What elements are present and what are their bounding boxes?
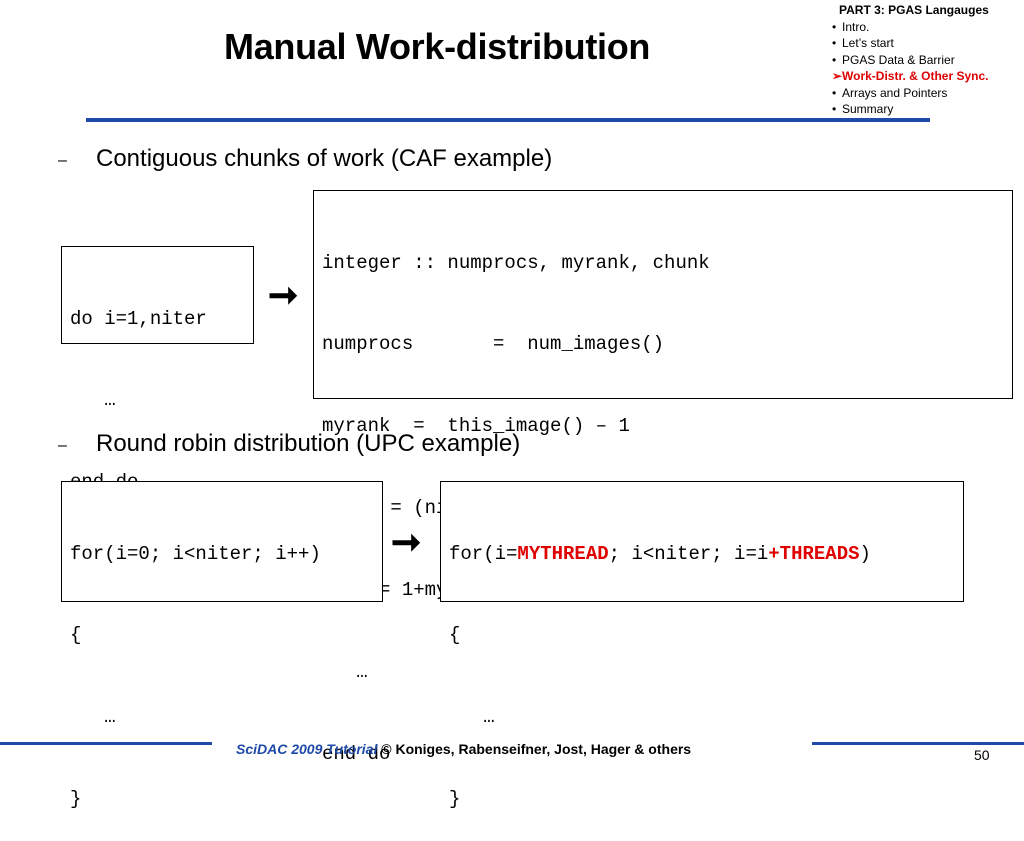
code-line: …	[70, 706, 116, 729]
dash-icon: –	[58, 152, 67, 169]
footer-authors: © Koniges, Rabenseifner, Jost, Hager & o…	[377, 741, 692, 757]
code-box-caf-original: do i=1,niter … end do	[61, 246, 254, 493]
code-line: for(i=0; i<niter; i++)	[70, 542, 321, 565]
nav-item-work-distr-current: ➢Work-Distr. & Other Sync.	[832, 69, 989, 83]
footer-rule-left	[0, 742, 212, 745]
code-line: …	[70, 389, 116, 412]
keyword-threads: +THREADS	[768, 542, 860, 565]
code-line: …	[322, 661, 368, 684]
bullet-icon: •	[832, 85, 837, 100]
footer-rule-right	[812, 742, 1024, 745]
code-line: numprocs = num_images()	[322, 333, 665, 356]
code-line: {	[449, 624, 461, 647]
nav-item-lets-start: •Let’s start	[832, 36, 894, 50]
code-line: }	[70, 788, 82, 811]
code-box-upc-original: for(i=0; i<niter; i++) { … }	[61, 481, 383, 810]
footer-brand: SciDAC 2009 Tutorial	[236, 741, 378, 757]
footer-credit: SciDAC 2009 Tutorial © Koniges, Rabensei…	[236, 741, 691, 757]
bullet-icon: •	[832, 36, 837, 50]
bullet-caf-text: Contiguous chunks of work (CAF example)	[96, 145, 553, 172]
keyword-mythread: MYTHREAD	[517, 542, 609, 565]
code-box-caf-distributed: integer :: numprocs, myrank, chunk numpr…	[313, 190, 1013, 765]
nav-item-pgas-data: •PGAS Data & Barrier	[832, 52, 955, 67]
code-line: for(i=MYTHREAD; i<niter; i=i+THREADS)	[449, 542, 871, 565]
bullet-icon: •	[832, 102, 837, 116]
bullet-upc-text: Round robin distribution (UPC example)	[96, 430, 521, 457]
nav-heading: PART 3: PGAS Langauges	[839, 3, 989, 17]
section-nav: PART 3: PGAS Langauges •Intro. •Let’s st…	[832, 2, 989, 118]
slide-title: Manual Work-distribution	[224, 26, 651, 67]
bullet-icon: •	[832, 19, 837, 34]
code-line: do i=1,niter	[70, 307, 207, 330]
nav-item-arrays: •Arrays and Pointers	[832, 85, 948, 100]
title-divider	[86, 118, 930, 122]
code-box-upc-distributed: for(i=MYTHREAD; i<niter; i=i+THREADS) { …	[440, 481, 964, 810]
right-arrow-icon: ➞	[268, 274, 299, 315]
dash-icon: –	[58, 437, 67, 454]
code-line: myrank = this_image() – 1	[322, 415, 630, 438]
nav-item-summary: •Summary	[832, 102, 894, 116]
page-number: 50	[974, 747, 990, 763]
bullet-icon: •	[832, 52, 837, 67]
right-arrow-icon: ➞	[391, 521, 422, 562]
arrow-bullet-icon: ➢	[832, 69, 843, 83]
code-line: integer :: numprocs, myrank, chunk	[322, 251, 710, 274]
code-line: end do	[322, 742, 391, 765]
code-line: }	[449, 788, 461, 811]
code-line: …	[449, 706, 495, 729]
nav-item-intro: •Intro.	[832, 19, 870, 34]
code-line: {	[70, 624, 82, 647]
